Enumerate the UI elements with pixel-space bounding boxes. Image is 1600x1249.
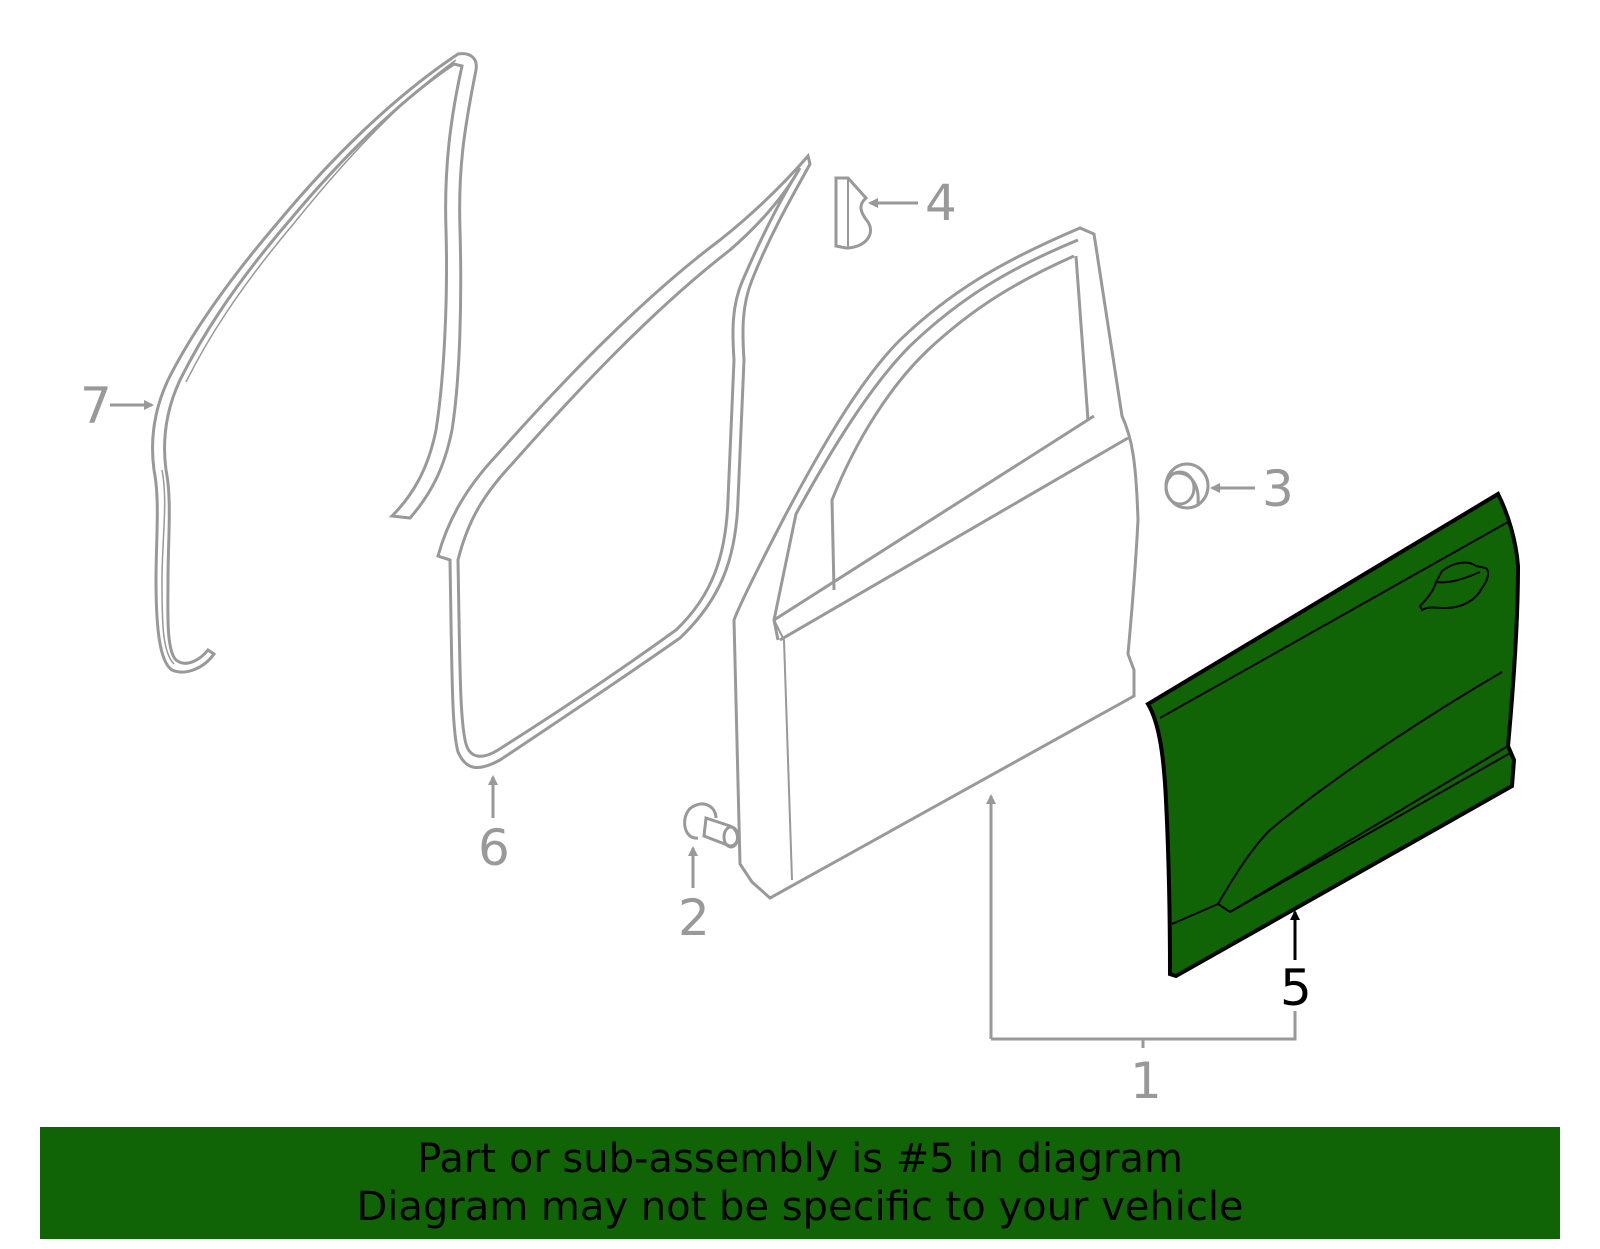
callout-1-bracket <box>986 794 1297 1048</box>
callout-7-label: 7 <box>80 377 112 435</box>
info-banner: Part or sub-assembly is #5 in diagram Di… <box>40 1127 1560 1239</box>
callout-2-label: 2 <box>678 889 710 947</box>
part-4-clip[interactable] <box>834 176 872 250</box>
part-1-door-shell[interactable] <box>732 226 1140 900</box>
callout-6-label: 6 <box>478 819 510 877</box>
banner-line-1: Part or sub-assembly is #5 in diagram <box>417 1136 1183 1182</box>
callout-5-label: 5 <box>1280 959 1312 1017</box>
callout-4-label: 4 <box>925 174 957 232</box>
part-3-grommet[interactable] <box>1164 462 1210 510</box>
part-6-door-weatherstrip[interactable] <box>436 152 812 769</box>
callout-1-label: 1 <box>1130 1052 1162 1110</box>
part-2-bolt[interactable] <box>683 802 740 849</box>
part-5-outer-panel[interactable] <box>1145 491 1521 979</box>
banner-line-2: Diagram may not be specific to your vehi… <box>356 1184 1244 1230</box>
callout-3-label: 3 <box>1262 460 1294 518</box>
part-7-body-weatherstrip[interactable] <box>151 52 478 674</box>
